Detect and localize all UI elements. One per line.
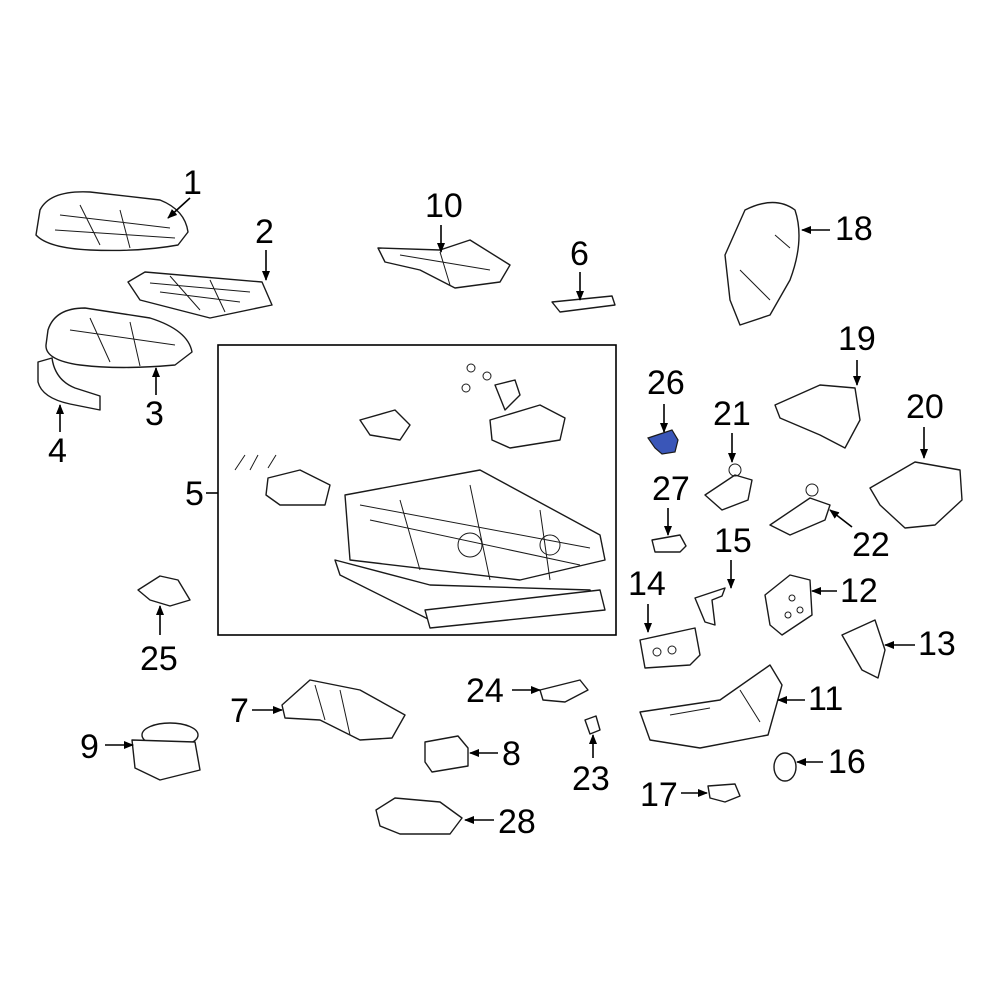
callout-22: 22 bbox=[852, 526, 890, 564]
callout-25: 25 bbox=[140, 640, 178, 678]
callout-21: 21 bbox=[713, 395, 751, 433]
part-10-rail[interactable] bbox=[377, 239, 511, 289]
part-2-heater-pad[interactable] bbox=[127, 271, 273, 319]
callout-16: 16 bbox=[828, 743, 866, 781]
callout-11: 11 bbox=[808, 680, 843, 718]
callout-3: 3 bbox=[145, 395, 164, 433]
callout-9: 9 bbox=[80, 728, 99, 766]
part-8-module[interactable] bbox=[424, 735, 469, 773]
callout-24: 24 bbox=[466, 672, 504, 710]
part-13-cap[interactable] bbox=[841, 619, 886, 679]
part-5-frame-box bbox=[217, 344, 617, 636]
callout-2: 2 bbox=[255, 213, 274, 251]
part-28-module[interactable] bbox=[375, 797, 463, 835]
part-4-trim-panel[interactable] bbox=[37, 357, 101, 411]
part-12-cover[interactable] bbox=[764, 574, 813, 636]
callout-5: 5 bbox=[185, 475, 204, 513]
part-21-hinge[interactable] bbox=[704, 463, 753, 511]
callout-6: 6 bbox=[570, 235, 589, 273]
part-11-side-shield[interactable] bbox=[639, 664, 783, 749]
part-14-switch-bracket[interactable] bbox=[639, 627, 701, 669]
callout-4: 4 bbox=[48, 432, 67, 470]
part-7-bracket[interactable] bbox=[281, 679, 406, 741]
part-27-block[interactable] bbox=[651, 534, 687, 553]
callout-13: 13 bbox=[918, 625, 956, 663]
callout-26: 26 bbox=[647, 364, 685, 402]
part-16-knob[interactable] bbox=[773, 752, 797, 782]
part-18-backrest-panel[interactable] bbox=[724, 201, 800, 326]
callout-23: 23 bbox=[572, 760, 610, 798]
callout-20: 20 bbox=[906, 388, 944, 426]
part-9-motor[interactable] bbox=[131, 722, 201, 781]
part-3-cushion-pad[interactable] bbox=[45, 307, 193, 369]
callout-10: 10 bbox=[425, 187, 463, 225]
part-20-recliner-bracket[interactable] bbox=[869, 461, 963, 529]
callout-18: 18 bbox=[835, 210, 873, 248]
callout-27: 27 bbox=[652, 470, 690, 508]
callout-28: 28 bbox=[498, 803, 536, 841]
callout-19: 19 bbox=[838, 320, 876, 358]
part-15-hook-bracket[interactable] bbox=[694, 587, 726, 626]
part-23-clip[interactable] bbox=[584, 715, 601, 735]
part-6-trim-strip[interactable] bbox=[551, 295, 616, 313]
callout-1: 1 bbox=[183, 164, 202, 202]
callout-8: 8 bbox=[502, 735, 521, 773]
callout-17: 17 bbox=[640, 776, 678, 814]
part-26-clip[interactable] bbox=[647, 429, 679, 455]
callout-7: 7 bbox=[230, 692, 249, 730]
callout-14: 14 bbox=[628, 565, 666, 603]
part-19-recliner-bracket[interactable] bbox=[774, 384, 861, 449]
part-5-seat-frame[interactable] bbox=[234, 363, 606, 629]
part-22-hinge[interactable] bbox=[769, 483, 831, 536]
part-25-trim-cap[interactable] bbox=[137, 575, 191, 607]
part-24-clip[interactable] bbox=[539, 679, 589, 703]
callout-15: 15 bbox=[714, 522, 752, 560]
part-17-knob[interactable] bbox=[707, 783, 741, 803]
callout-12: 12 bbox=[840, 572, 878, 610]
part-1-cushion-cover[interactable] bbox=[35, 191, 189, 252]
